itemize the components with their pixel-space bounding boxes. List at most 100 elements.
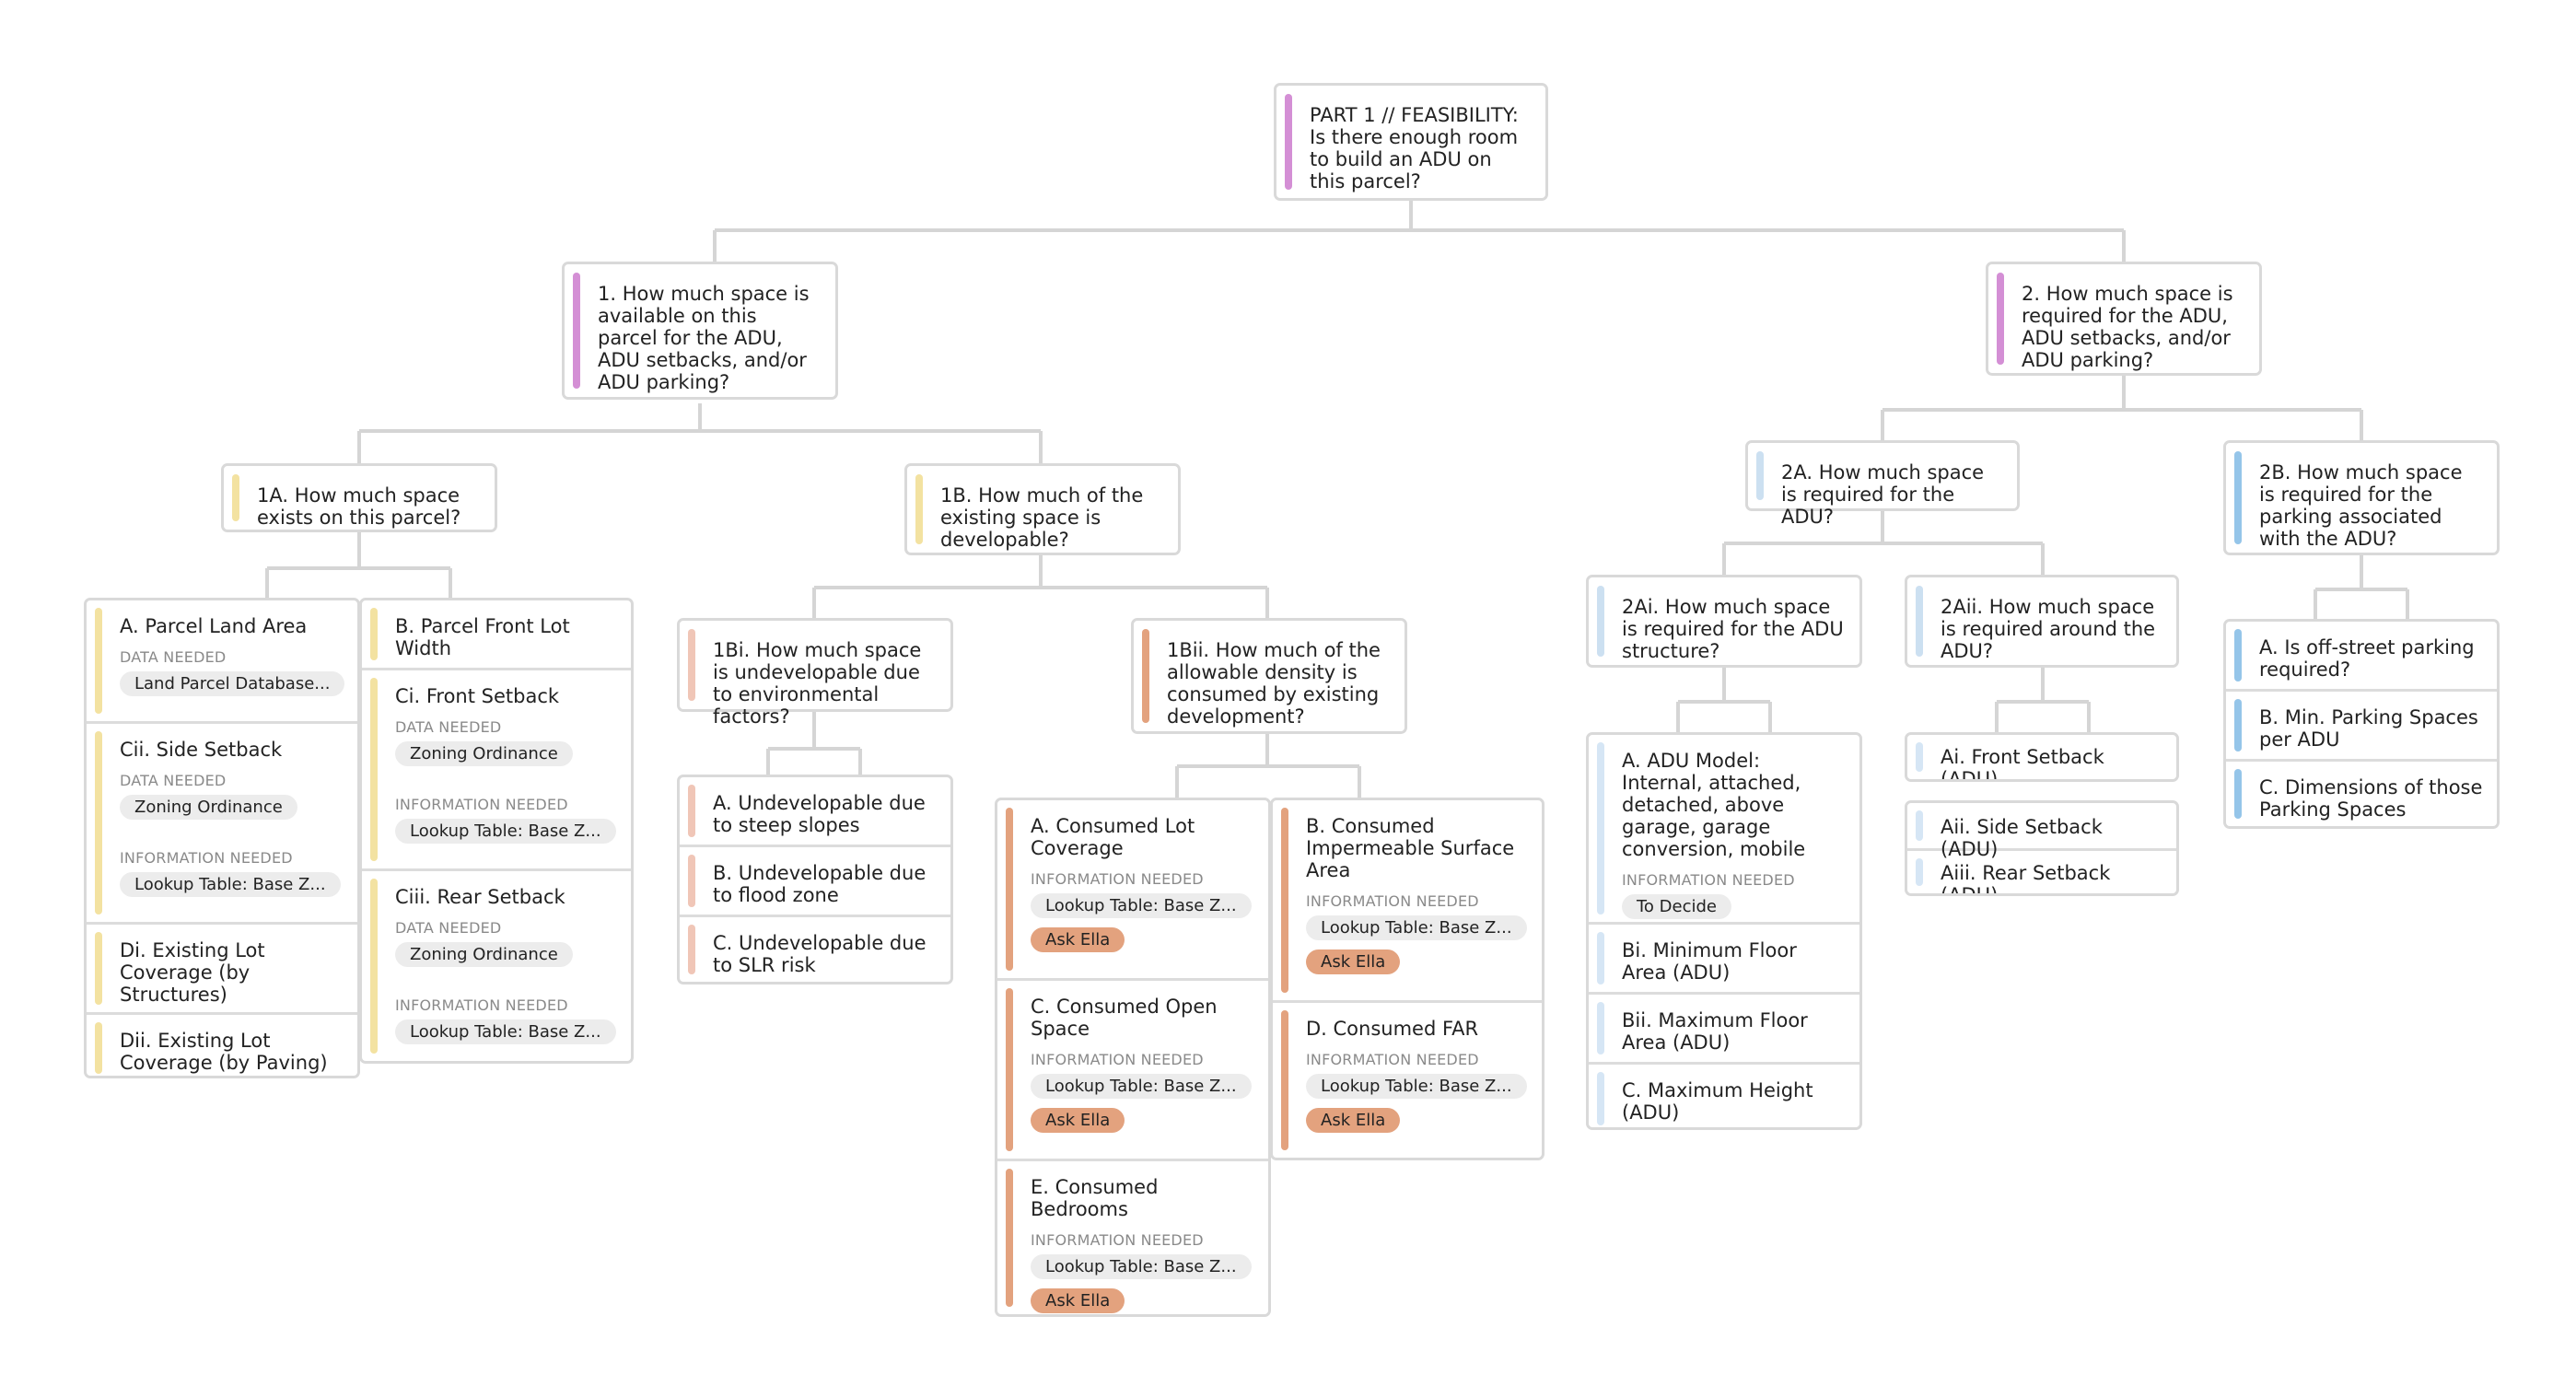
card-title: Bi. Minimum Floor Area (ADU) <box>1622 939 1797 984</box>
q2ai-title: 2Ai. How much space is required for the … <box>1622 596 1844 662</box>
data-needed-pill[interactable]: Zoning Ordinance <box>120 795 297 820</box>
card-side-setback[interactable]: Cii. Side Setback DATA NEEDED Zoning Ord… <box>87 724 357 925</box>
card-existing-lot-coverage-paving[interactable]: Dii. Existing Lot Coverage (by Paving) <box>87 1015 357 1076</box>
card-min-parking-spaces[interactable]: B. Min. Parking Spaces per ADU <box>2226 692 2497 762</box>
card-title: B. Undevelopable due to flood zone <box>713 862 927 906</box>
card-front-setback-adu[interactable]: Ai. Front Setback (ADU) <box>1907 735 2176 779</box>
card-rear-setback-adu[interactable]: Aiii. Rear Setback (ADU) <box>1907 851 2176 893</box>
card-slr-risk[interactable]: C. Undevelopable due to SLR risk <box>680 917 950 982</box>
information-needed-pill[interactable]: Lookup Table: Base Z... <box>1306 915 1527 940</box>
card-side-setback-adu[interactable]: Aii. Side Setback (ADU) <box>1907 803 2176 860</box>
card-rear-setback[interactable]: Ciii. Rear Setback DATA NEEDED Zoning Or… <box>362 871 631 1061</box>
card-title: Ciii. Rear Setback <box>395 886 565 908</box>
information-needed-label: INFORMATION NEEDED <box>1306 892 1479 910</box>
root-title: PART 1 // FEASIBILITY: Is there enough r… <box>1310 104 1519 192</box>
information-needed-label: INFORMATION NEEDED <box>1622 871 1795 889</box>
information-needed-pill[interactable]: Lookup Table: Base Z... <box>1031 1074 1252 1099</box>
q2-node[interactable]: 2. How much space is required for the AD… <box>1986 262 2262 376</box>
information-needed-pill[interactable]: Lookup Table: Base Z... <box>120 872 341 897</box>
card-title: D. Consumed FAR <box>1306 1018 1479 1040</box>
q2b-node[interactable]: 2B. How much space is required for the p… <box>2223 440 2500 555</box>
data-needed-pill[interactable]: Land Parcel Database... <box>120 671 345 696</box>
q1a-right-stack: B. Parcel Front Lot Width Ci. Front Setb… <box>359 598 634 1064</box>
q1a-left-stack: A. Parcel Land Area DATA NEEDED Land Par… <box>84 598 360 1078</box>
card-flood-zone[interactable]: B. Undevelopable due to flood zone <box>680 847 950 917</box>
card-title: Aiii. Rear Setback (ADU) <box>1941 862 2111 896</box>
q2ai-stack: A. ADU Model: Internal, attached, detach… <box>1586 732 1862 1130</box>
q1b-node[interactable]: 1B. How much of the existing space is de… <box>904 463 1181 555</box>
q1a-node[interactable]: 1A. How much space exists on this parcel… <box>221 463 497 532</box>
card-title: E. Consumed Bedrooms <box>1031 1176 1159 1220</box>
information-needed-pill[interactable]: Lookup Table: Base Z... <box>395 819 616 844</box>
card-title: C. Consumed Open Space <box>1031 996 1218 1040</box>
q2ai-node[interactable]: 2Ai. How much space is required for the … <box>1586 575 1862 668</box>
q1-node[interactable]: 1. How much space is available on this p… <box>562 262 838 400</box>
card-title: Aii. Side Setback (ADU) <box>1941 816 2103 860</box>
information-needed-label: INFORMATION NEEDED <box>1031 1231 1204 1249</box>
information-needed-label: INFORMATION NEEDED <box>1031 1051 1204 1068</box>
q2b-title: 2B. How much space is required for the p… <box>2259 461 2463 550</box>
information-needed-pill[interactable]: Lookup Table: Base Z... <box>1306 1074 1527 1099</box>
card-title: C. Undevelopable due to SLR risk <box>713 932 927 976</box>
card-maximum-floor-area[interactable]: Bii. Maximum Floor Area (ADU) <box>1589 995 1859 1065</box>
card-title: B. Parcel Front Lot Width <box>395 615 570 659</box>
card-consumed-open-space[interactable]: C. Consumed Open Space INFORMATION NEEDE… <box>997 981 1268 1161</box>
card-consumed-far[interactable]: D. Consumed FAR INFORMATION NEEDED Looku… <box>1273 1003 1542 1158</box>
information-needed-pill[interactable]: Lookup Table: Base Z... <box>1031 893 1252 918</box>
card-title: A. Consumed Lot Coverage <box>1031 815 1195 859</box>
q2aii-node[interactable]: 2Aii. How much space is required around … <box>1905 575 2179 668</box>
card-minimum-floor-area[interactable]: Bi. Minimum Floor Area (ADU) <box>1589 925 1859 995</box>
q2-title: 2. How much space is required for the AD… <box>2022 283 2233 371</box>
card-title: Ai. Front Setback (ADU) <box>1941 746 2104 782</box>
card-consumed-lot-coverage[interactable]: A. Consumed Lot Coverage INFORMATION NEE… <box>997 800 1268 981</box>
root-node[interactable]: PART 1 // FEASIBILITY: Is there enough r… <box>1274 83 1548 201</box>
information-needed-label: INFORMATION NEEDED <box>395 796 568 813</box>
card-title: A. ADU Model: Internal, attached, detach… <box>1622 750 1806 860</box>
q1bi-node[interactable]: 1Bi. How much space is undevelopable due… <box>677 618 953 728</box>
card-parcel-land-area[interactable]: A. Parcel Land Area DATA NEEDED Land Par… <box>87 600 357 724</box>
q2aii-title: 2Aii. How much space is required around … <box>1941 596 2156 662</box>
card-title: B. Consumed Impermeable Surface Area <box>1306 815 1515 881</box>
card-maximum-height[interactable]: C. Maximum Height (ADU) <box>1589 1065 1859 1127</box>
data-needed-label: DATA NEEDED <box>120 648 227 666</box>
ask-ella-tag[interactable]: Ask Ella <box>1031 1108 1125 1133</box>
information-needed-label: INFORMATION NEEDED <box>1306 1051 1479 1068</box>
card-steep-slopes[interactable]: A. Undevelopable due to steep slopes <box>680 777 950 847</box>
data-needed-pill[interactable]: Zoning Ordinance <box>395 741 573 766</box>
ask-ella-tag[interactable]: Ask Ella <box>1306 1108 1401 1133</box>
card-title: A. Is off-street parking required? <box>2259 636 2475 681</box>
card-consumed-impermeable-surface-area[interactable]: B. Consumed Impermeable Surface Area INF… <box>1273 800 1542 1003</box>
card-existing-lot-coverage-structures[interactable]: Di. Existing Lot Coverage (by Structures… <box>87 925 357 1015</box>
card-consumed-bedrooms[interactable]: E. Consumed Bedrooms INFORMATION NEEDED … <box>997 1161 1268 1314</box>
ask-ella-tag[interactable]: Ask Ella <box>1306 949 1401 974</box>
card-parking-dimensions[interactable]: C. Dimensions of those Parking Spaces <box>2226 762 2497 826</box>
card-front-setback[interactable]: Ci. Front Setback DATA NEEDED Zoning Ord… <box>362 670 631 871</box>
q1bii-node[interactable]: 1Bii. How much of the allowable density … <box>1131 618 1407 734</box>
q1bii-right-stack: B. Consumed Impermeable Surface Area INF… <box>1270 798 1544 1160</box>
card-off-street-parking[interactable]: A. Is off-street parking required? <box>2226 622 2497 692</box>
card-title: Ci. Front Setback <box>395 685 560 707</box>
card-title: B. Min. Parking Spaces per ADU <box>2259 706 2478 751</box>
ask-ella-tag[interactable]: Ask Ella <box>1031 927 1125 952</box>
information-needed-pill[interactable]: Lookup Table: Base Z... <box>395 1019 616 1044</box>
card-title: Dii. Existing Lot Coverage (by Paving) <box>120 1030 328 1074</box>
card-title: Bii. Maximum Floor Area (ADU) <box>1622 1009 1808 1054</box>
card-parcel-front-lot-width[interactable]: B. Parcel Front Lot Width <box>362 600 631 670</box>
data-needed-label: DATA NEEDED <box>395 718 502 736</box>
q1b-title: 1B. How much of the existing space is de… <box>940 484 1144 551</box>
data-needed-pill[interactable]: Zoning Ordinance <box>395 942 573 967</box>
ask-ella-tag[interactable]: Ask Ella <box>1031 1288 1125 1313</box>
q1bi-stack: A. Undevelopable due to steep slopes B. … <box>677 775 953 984</box>
card-title: C. Dimensions of those Parking Spaces <box>2259 776 2483 821</box>
card-title: A. Parcel Land Area <box>120 615 308 637</box>
card-title: A. Undevelopable due to steep slopes <box>713 792 926 836</box>
information-needed-pill[interactable]: Lookup Table: Base Z... <box>1031 1254 1252 1279</box>
information-needed-pill[interactable]: To Decide <box>1622 894 1732 919</box>
q2a-node[interactable]: 2A. How much space is required for the A… <box>1745 440 2020 528</box>
card-adu-model[interactable]: A. ADU Model: Internal, attached, detach… <box>1589 735 1859 925</box>
card-title: Di. Existing Lot Coverage (by Structures… <box>120 939 265 1006</box>
q2aii-top-stack: Ai. Front Setback (ADU) <box>1905 732 2179 782</box>
information-needed-label: INFORMATION NEEDED <box>120 849 293 867</box>
data-needed-label: DATA NEEDED <box>395 919 502 937</box>
